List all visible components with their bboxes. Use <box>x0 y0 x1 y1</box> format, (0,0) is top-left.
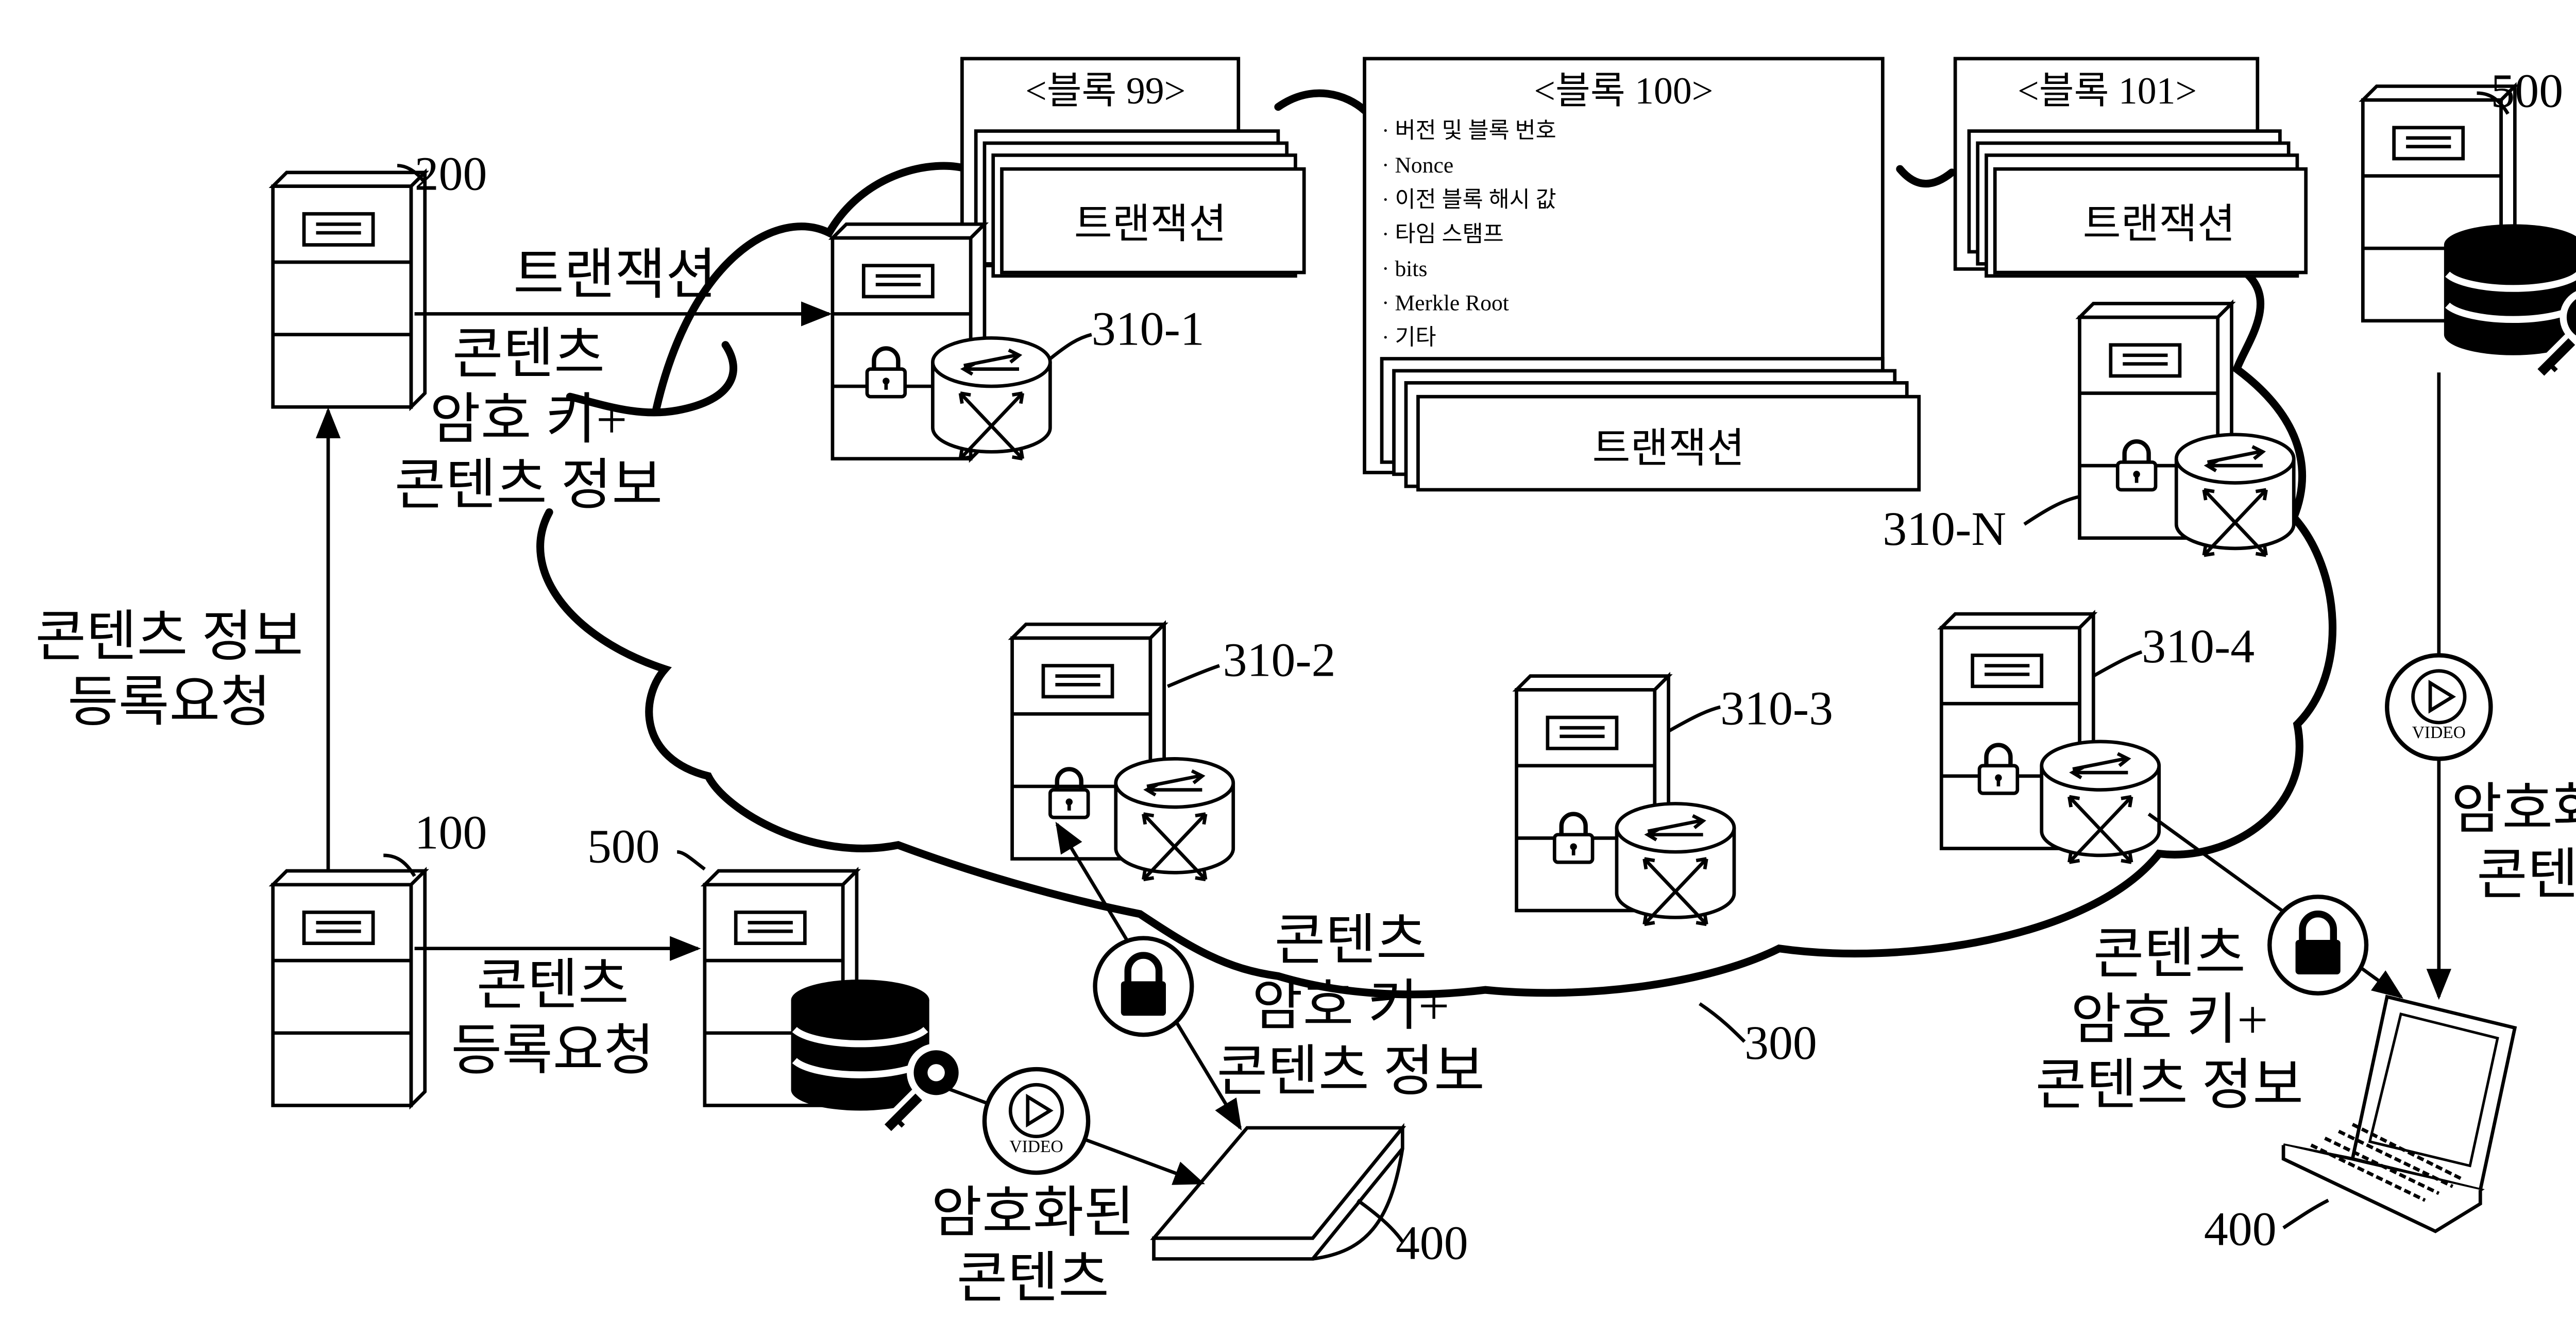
label-400-left: 400 <box>1396 1216 1468 1270</box>
label-line: 콘텐츠 정보 <box>1217 1041 1485 1102</box>
label-100: 100 <box>415 806 487 860</box>
server-icon <box>273 871 425 1105</box>
label-310-n: 310-N <box>1883 502 2006 556</box>
server-500-right: 500 <box>2363 64 2576 380</box>
lock-badge-mid <box>1093 936 1194 1037</box>
key-info-top: 콘텐츠 암호 키+ 콘텐츠 정보 <box>395 323 663 516</box>
router-icon <box>2042 742 2159 862</box>
router-icon <box>933 338 1050 458</box>
label-line: 콘텐츠 <box>957 1248 1109 1309</box>
node-310-n: 310-N <box>1883 303 2294 556</box>
video-label-left: VIDEO <box>1009 1137 1063 1156</box>
label-500-right: 500 <box>2490 64 2563 118</box>
label-line: 콘텐츠 <box>477 955 629 1016</box>
block-100-fields: · 버전 및 블록 번호 · Nonce · 이전 블록 해시 값 · 타임 스탬프 ·… <box>1382 118 1556 350</box>
label-300: 300 <box>1744 1016 1817 1070</box>
block-101-title: <블록 101> <box>2018 70 2197 112</box>
lock-badge-right <box>2267 895 2369 996</box>
block-100-title: <블록 100> <box>1534 70 1713 112</box>
transaction-arrow-label: 트랜잭션 <box>513 244 717 305</box>
block-100-field: · 이전 블록 해시 값 <box>1382 187 1556 212</box>
label-line: 콘텐츠 정보 <box>35 607 303 668</box>
label-line: 콘텐츠 정보 <box>395 455 663 516</box>
video-play-icon <box>985 1069 1088 1173</box>
server-200: 200 <box>273 147 487 407</box>
database-key-icon <box>791 980 962 1135</box>
block-101-transaction: 트랜잭션 <box>2083 201 2235 247</box>
label-line: 콘텐츠 정보 <box>2036 1055 2303 1116</box>
encrypted-left: 암호화된 콘텐츠 <box>931 1182 1134 1309</box>
server-icon <box>273 173 425 407</box>
label-310-2: 310-2 <box>1223 633 1336 687</box>
video-badge-right: VIDEO <box>2387 655 2490 759</box>
video-play-icon <box>2387 655 2490 759</box>
label-500-left: 500 <box>587 819 660 873</box>
label-400-right: 400 <box>2204 1203 2277 1256</box>
node-310-3: 310-3 <box>1517 676 1833 924</box>
key-info-right: 콘텐츠 암호 키+ 콘텐츠 정보 <box>2036 924 2303 1116</box>
block-100-field: · 버전 및 블록 번호 <box>1382 118 1556 143</box>
device-400-right: 400 <box>2204 994 2517 1256</box>
block-100-field: · Merkle Root <box>1382 291 1509 316</box>
node-310-4: 310-4 <box>1941 614 2255 862</box>
label-line: 암호화된 <box>931 1182 1134 1244</box>
block-100-field: · 타임 스탬프 <box>1382 222 1504 247</box>
block-100-field: · bits <box>1382 256 1427 281</box>
router-icon <box>1116 759 1233 879</box>
encrypted-right: 암호화된 콘텐츠 <box>2451 779 2576 905</box>
block-99-title: <블록 99> <box>1025 70 1185 112</box>
device-400-left: 400 <box>1150 1123 1468 1270</box>
video-label-right: VIDEO <box>2412 723 2466 742</box>
label-line: 암호화된 <box>2451 779 2576 840</box>
block-99-transaction: 트랜잭션 <box>1074 201 1227 247</box>
label-line: 암호 키+ <box>2071 989 2268 1051</box>
label-line: 암호 키+ <box>430 389 627 451</box>
label-310-1: 310-1 <box>1092 302 1205 356</box>
server-500-left: 500 <box>587 819 962 1135</box>
tablet-icon <box>1150 1123 1406 1261</box>
label-line: 등록요청 <box>67 672 271 733</box>
reg-info-request: 콘텐츠 정보 등록요청 <box>35 607 303 733</box>
label-line: 콘텐츠 <box>2093 924 2246 985</box>
router-icon <box>1617 803 1734 924</box>
key-info-mid: 콘텐츠 암호 키+ 콘텐츠 정보 <box>1217 910 1485 1102</box>
video-badge-left: VIDEO <box>985 1069 1088 1173</box>
node-310-2: 310-2 <box>1012 624 1336 880</box>
label-line: 콘텐츠 <box>452 323 605 385</box>
label-200: 200 <box>415 147 487 200</box>
block-100: <블록 100> · 버전 및 블록 번호 · Nonce · 이전 블록 해시 값… <box>1363 57 1921 492</box>
block-100-transaction: 트랜잭션 <box>1592 425 1745 471</box>
block-101: <블록 101> 트랜잭션 <box>1953 57 2308 278</box>
content-reg-request: 콘텐츠 등록요청 <box>451 955 654 1082</box>
node-310-1: 310-1 <box>833 224 1205 458</box>
block-100-field: · 기타 <box>1382 325 1436 350</box>
network-cloud <box>536 89 2336 999</box>
label-310-3: 310-3 <box>1720 681 1833 735</box>
server-100: 100 <box>273 806 487 1106</box>
label-310-4: 310-4 <box>2142 620 2255 673</box>
label-line: 콘텐츠 <box>1275 910 1427 971</box>
label-line: 암호 키+ <box>1252 975 1449 1037</box>
label-line: 콘텐츠 <box>2477 845 2576 906</box>
label-line: 등록요청 <box>451 1020 654 1082</box>
database-key-icon <box>2444 224 2576 379</box>
block-99: <블록 99> 트랜잭션 <box>960 57 1306 278</box>
block-100-field: · Nonce <box>1382 153 1453 178</box>
laptop-icon <box>2281 994 2517 1233</box>
router-icon <box>2176 435 2294 555</box>
